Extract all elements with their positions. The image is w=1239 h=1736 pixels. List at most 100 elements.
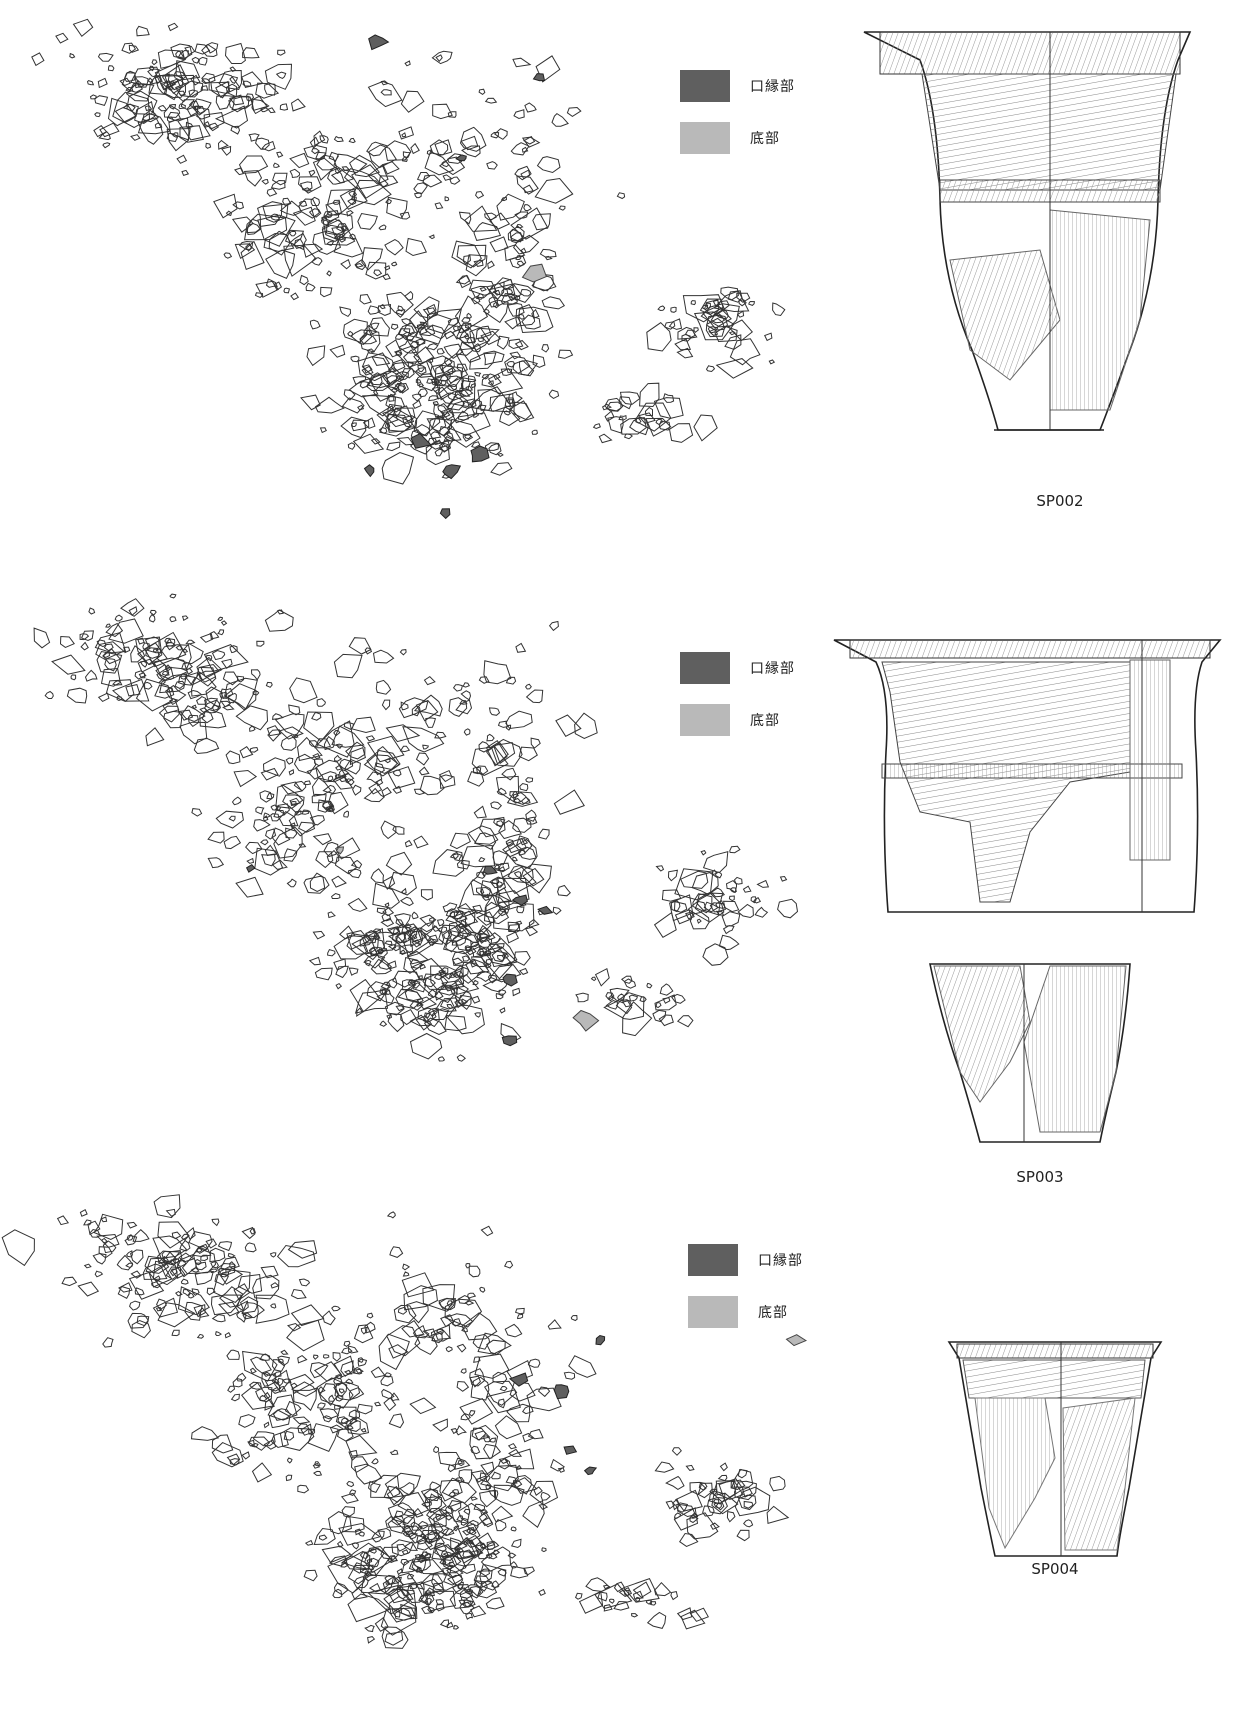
sherd (233, 769, 258, 788)
sherd (179, 125, 204, 143)
sherd (464, 205, 498, 232)
sherd (128, 606, 138, 616)
sherd (441, 980, 460, 992)
sherd (200, 663, 220, 678)
sherd (80, 630, 94, 642)
sherd (124, 1234, 138, 1246)
sherd (384, 1001, 405, 1016)
sherd (312, 833, 332, 846)
sherd (446, 1004, 485, 1035)
sherd (466, 312, 473, 319)
sherd (456, 1054, 466, 1062)
sherd (310, 196, 321, 207)
sherd (395, 1005, 405, 1012)
sherd (364, 1624, 375, 1633)
sherd (367, 1636, 376, 1644)
base-swatch (688, 1296, 738, 1328)
sherd (679, 1532, 699, 1547)
sherd (624, 433, 634, 440)
sherd (401, 318, 411, 326)
sherd (368, 782, 383, 795)
sherd (419, 775, 445, 796)
sherd (468, 1549, 481, 1559)
sherd (331, 725, 365, 748)
sherd (431, 50, 453, 65)
sherd (305, 282, 316, 292)
sherd (190, 1426, 220, 1441)
sherd (689, 1481, 707, 1495)
sherd (309, 815, 325, 826)
sherd (485, 958, 494, 966)
sherd (530, 737, 541, 749)
sherd (248, 133, 260, 142)
sherd (152, 1297, 179, 1318)
sherd (438, 926, 448, 933)
sherd (273, 809, 286, 818)
sherd (634, 402, 672, 432)
panel-sp004: 口縁部 底部 SP004 (0, 1180, 1239, 1736)
sherd (413, 694, 443, 717)
sherd (232, 1377, 243, 1388)
sherd (434, 202, 444, 210)
sherd (436, 347, 445, 355)
vessel-drawing-lower (929, 963, 1131, 1143)
sherd (255, 1386, 273, 1403)
sherd (384, 1472, 421, 1498)
sherd (470, 382, 476, 389)
sherd (368, 317, 390, 337)
sherd (203, 699, 221, 714)
sherd (340, 1492, 359, 1504)
sherd (385, 724, 421, 743)
sherd (194, 105, 206, 116)
sherd (349, 747, 366, 766)
sherd (605, 992, 615, 1001)
sherd (646, 322, 672, 352)
sherd (94, 1270, 104, 1278)
sherd (681, 333, 691, 342)
sherd (289, 822, 296, 829)
sherd (381, 988, 391, 995)
sherd (483, 299, 509, 324)
sherd (512, 234, 540, 255)
rim-sherd (532, 73, 546, 82)
sherd (301, 809, 310, 815)
sherd (194, 1270, 214, 1286)
sherd (453, 1525, 460, 1532)
sherd (59, 635, 75, 648)
sherd (154, 684, 175, 699)
sherd (382, 1575, 405, 1595)
sherd (521, 146, 529, 153)
sherd (288, 810, 316, 837)
sherd (532, 354, 546, 368)
sherd (357, 212, 378, 230)
sherd (431, 1008, 450, 1020)
sherd (444, 1014, 467, 1032)
sherd (151, 59, 158, 66)
sherd (315, 759, 347, 783)
sherd (474, 1012, 481, 1018)
sherd (313, 1461, 321, 1467)
sherd (251, 1442, 259, 1448)
sherd (102, 1337, 114, 1348)
sherd (415, 1015, 433, 1031)
sherd (623, 978, 637, 989)
sherd (383, 1588, 417, 1620)
sherd (508, 923, 521, 934)
sherd (504, 244, 526, 262)
sherd (385, 977, 398, 989)
sherd (370, 322, 380, 331)
sherd (132, 1229, 150, 1242)
sherd (283, 1430, 295, 1441)
sherd (196, 106, 211, 120)
sherd (523, 204, 532, 212)
sherd (574, 712, 598, 739)
sherd (457, 1502, 488, 1527)
sherd (507, 302, 525, 317)
sherd (423, 675, 436, 686)
sherd (336, 1540, 344, 1548)
sherd (322, 1354, 330, 1359)
sherd (334, 1381, 361, 1401)
sherd (395, 333, 404, 340)
sherd (191, 704, 197, 710)
sherd (312, 1354, 319, 1360)
